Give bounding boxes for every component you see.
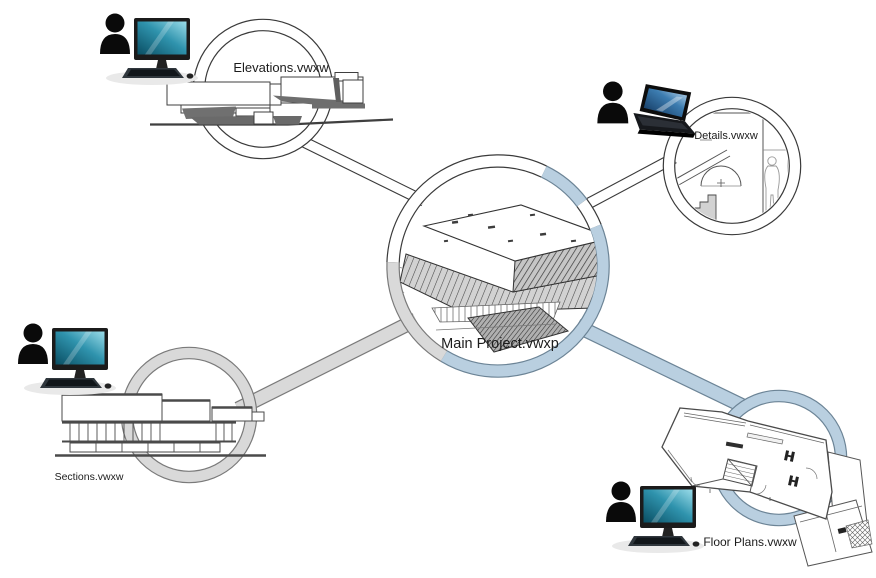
main-project-file-label: Main Project.vwxp [441, 336, 559, 352]
laptop-workstation-icon [597, 81, 696, 138]
ring-main-project [386, 154, 610, 378]
desktop-workstation-icon [18, 323, 116, 395]
elevation-drawing [150, 72, 394, 126]
desktop-workstation-icon [606, 481, 704, 553]
connector-details [579, 152, 677, 213]
elevator-marks [784, 450, 799, 487]
desktop-workstation-icon [100, 13, 198, 85]
connector-sections [234, 313, 420, 416]
connector-elevations [299, 135, 427, 207]
elevations-file-label: Elevations.vwxw [233, 60, 329, 75]
floor-plans-file-label: Floor Plans.vwxw [703, 535, 797, 549]
roof-skylights [443, 213, 577, 243]
connector-floor-plans [573, 319, 749, 414]
human-figure-outline [764, 156, 780, 212]
ring-details [662, 96, 802, 236]
main-project-model [399, 204, 597, 353]
stair-core [722, 458, 758, 487]
floor-plan-drawing [661, 407, 873, 567]
sections-file-label: Sections.vwxw [54, 471, 124, 483]
section-drawing [55, 393, 266, 457]
details-file-label: Details.vwxw [694, 130, 758, 142]
